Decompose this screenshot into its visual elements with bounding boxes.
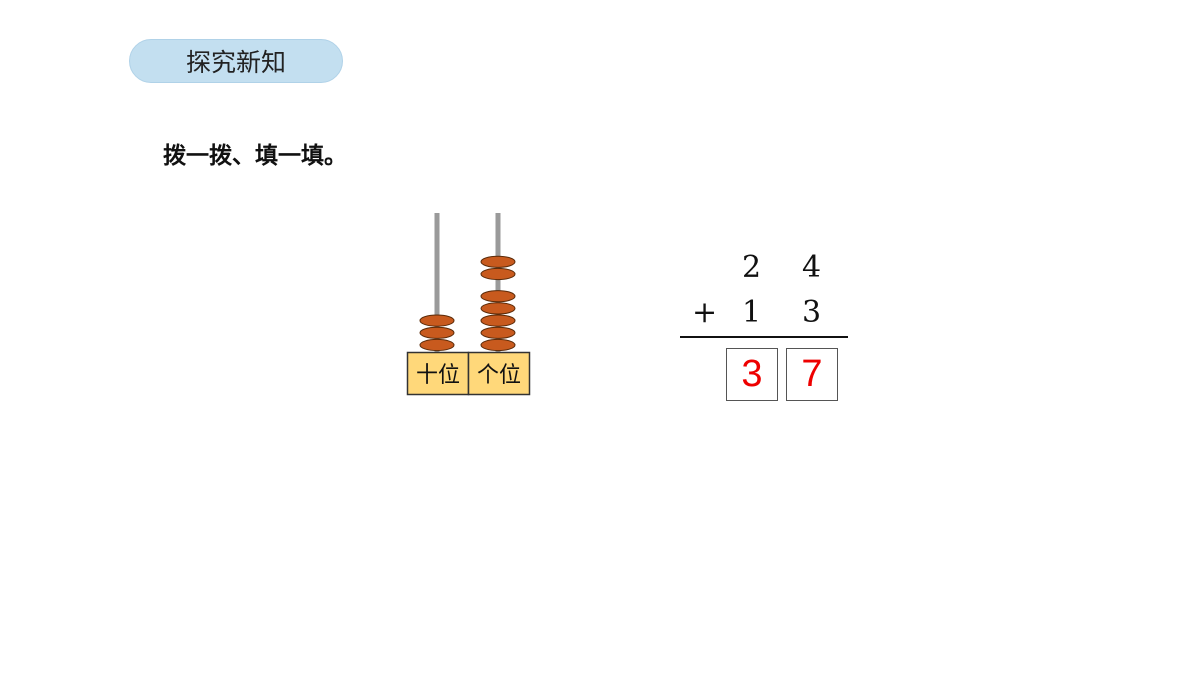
- ones-bead-7[interactable]: [480, 255, 516, 268]
- addend-2-ones: 3: [802, 295, 822, 330]
- tens-bead-2[interactable]: [419, 326, 455, 339]
- tens-place-label: 十位: [416, 363, 460, 388]
- ones-rod: [495, 213, 501, 353]
- ones-place-box: [467, 351, 531, 396]
- abacus: 十位 个位: [406, 213, 531, 396]
- answer-ones-digit: 7: [801, 353, 823, 395]
- section-title-text: 探究新知: [185, 48, 286, 77]
- ones-bead-1[interactable]: [480, 338, 516, 352]
- ones-beads: [480, 255, 516, 352]
- instruction-text: 拨一拨、填一填。: [163, 143, 347, 169]
- addend-1-ones: 4: [802, 250, 822, 285]
- tens-place-box: [406, 351, 470, 396]
- ones-bead-2[interactable]: [480, 326, 516, 339]
- ones-bead-3[interactable]: [480, 314, 516, 327]
- answer-box-ones[interactable]: 7: [786, 348, 838, 401]
- tens-beads: [419, 314, 455, 352]
- tens-bead-3[interactable]: [419, 314, 455, 327]
- plus-sign: +: [692, 295, 718, 330]
- vertical-addition: 2 4 + 1 3 3 7: [670, 245, 860, 410]
- ones-bead-4[interactable]: [480, 302, 516, 315]
- ones-bead-5[interactable]: [480, 290, 516, 303]
- tens-rod: [434, 213, 440, 353]
- ones-place-label: 个位: [477, 363, 521, 388]
- sum-line: [680, 336, 848, 338]
- section-title: 探究新知: [129, 39, 343, 83]
- addend-2-tens: 1: [742, 295, 762, 330]
- ones-bead-6[interactable]: [480, 267, 516, 281]
- answer-tens-digit: 3: [741, 353, 763, 395]
- addend-1-tens: 2: [742, 250, 762, 285]
- tens-bead-1[interactable]: [419, 338, 455, 352]
- answer-box-tens[interactable]: 3: [726, 348, 778, 401]
